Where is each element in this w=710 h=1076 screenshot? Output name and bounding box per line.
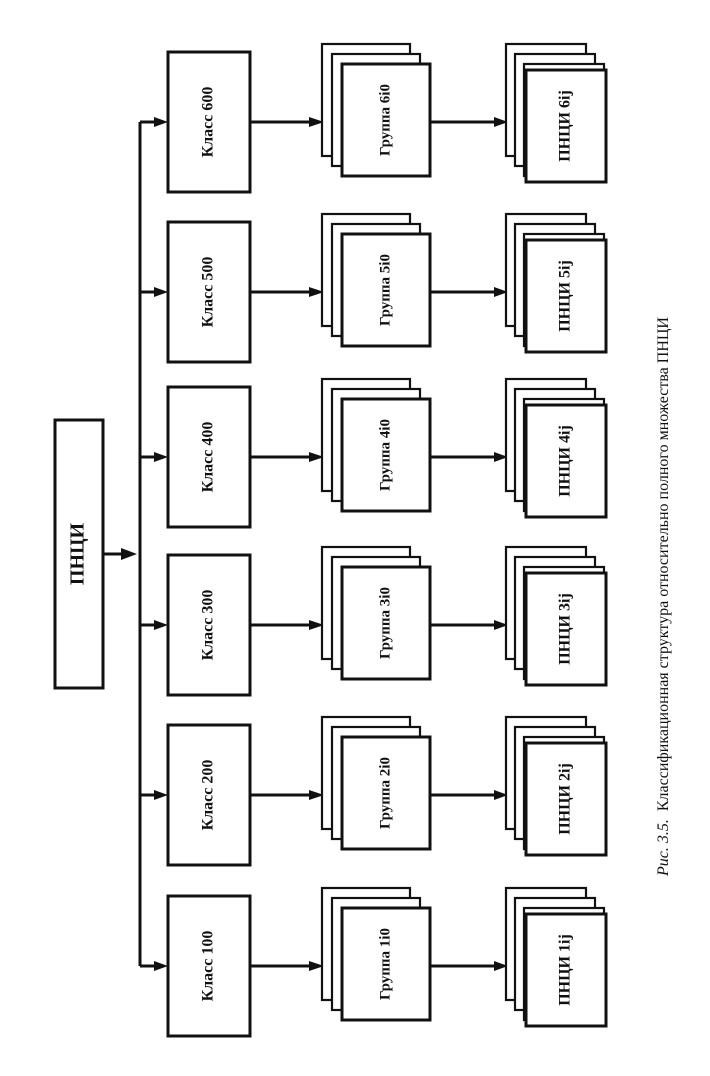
root-node: ПНЦИ [53, 418, 105, 690]
group-to-item-arrowhead [494, 790, 508, 800]
item-box [524, 912, 608, 1028]
class-to-group-arrowhead [309, 452, 324, 462]
columns: Класс 100 Группа 1i0 ПНЦИ 1ij Класс 200 Груп… [140, 42, 608, 1038]
item-box [524, 741, 608, 857]
class-to-group-arrowhead [309, 620, 324, 630]
item-box [524, 571, 608, 687]
column-1: Класс 100 Группа 1i0 ПНЦИ 1ij [140, 886, 608, 1038]
item-label: ПНЦИ 6ij [557, 90, 574, 162]
class-label: Класс 500 [200, 257, 217, 328]
figure-caption: Рис. 3.5. Классификационная структура от… [655, 317, 672, 877]
column-4: Класс 400 Группа 4i0 ПНЦИ 4ij [140, 377, 608, 529]
class-to-group-arrowhead [309, 117, 324, 127]
branch-arrowhead [154, 961, 168, 971]
group-label: Группа 3i0 [377, 587, 393, 659]
group-label: Группа 4i0 [377, 419, 393, 491]
caption-prefix: Рис. 3.5. [655, 819, 672, 877]
item-label: ПНЦИ 4ij [557, 425, 574, 497]
group-to-item-arrowhead [494, 117, 508, 127]
branch-arrowhead [154, 620, 168, 630]
class-box [166, 220, 252, 364]
root-arrowhead [121, 548, 137, 560]
item-label: ПНЦИ 5ij [557, 260, 574, 332]
class-label: Класс 100 [200, 931, 217, 1002]
item-box [524, 403, 608, 519]
column-3: Класс 300 Группа 3i0 ПНЦИ 3ij [140, 545, 608, 697]
column-2: Класс 200 Группа 2i0 ПНЦИ 2ij [140, 715, 608, 867]
group-to-item-arrowhead [494, 961, 508, 971]
root-label: ПНЦИ [67, 522, 89, 585]
item-label: ПНЦИ 3ij [557, 593, 574, 665]
group-box [340, 62, 432, 178]
group-label: Группа 2i0 [377, 757, 393, 829]
group-box [340, 397, 432, 513]
branch-arrowhead [154, 790, 168, 800]
group-label: Группа 6i0 [377, 84, 393, 156]
item-box [524, 68, 608, 184]
item-box [524, 238, 608, 354]
branch-arrowhead [154, 287, 168, 297]
caption-text: Классификационная структура относительно… [655, 317, 672, 812]
class-label: Класс 200 [200, 760, 217, 831]
item-label: ПНЦИ 1ij [557, 934, 574, 1006]
class-box [166, 385, 252, 529]
class-box [166, 894, 252, 1038]
branch-arrowhead [154, 452, 168, 462]
group-box [340, 232, 432, 348]
class-to-group-arrowhead [309, 961, 324, 971]
class-label: Класс 300 [200, 590, 217, 661]
group-to-item-arrowhead [494, 452, 508, 462]
class-box [166, 50, 252, 194]
class-box [166, 723, 252, 867]
group-label: Группа 1i0 [377, 928, 393, 1000]
group-to-item-arrowhead [494, 287, 508, 297]
class-to-group-arrowhead [309, 790, 324, 800]
group-to-item-arrowhead [494, 620, 508, 630]
group-box [340, 906, 432, 1022]
class-to-group-arrowhead [309, 287, 324, 297]
class-label: Класс 600 [200, 87, 217, 158]
branch-arrowhead [154, 117, 168, 127]
group-label: Группа 5i0 [377, 254, 393, 326]
column-5: Класс 500 Группа 5i0 ПНЦИ 5ij [140, 212, 608, 364]
column-6: Класс 600 Группа 6i0 ПНЦИ 6ij [140, 42, 608, 194]
class-box [166, 553, 252, 697]
group-box [340, 565, 432, 681]
item-label: ПНЦИ 2ij [557, 763, 574, 835]
group-box [340, 735, 432, 851]
class-label: Класс 400 [200, 422, 217, 493]
